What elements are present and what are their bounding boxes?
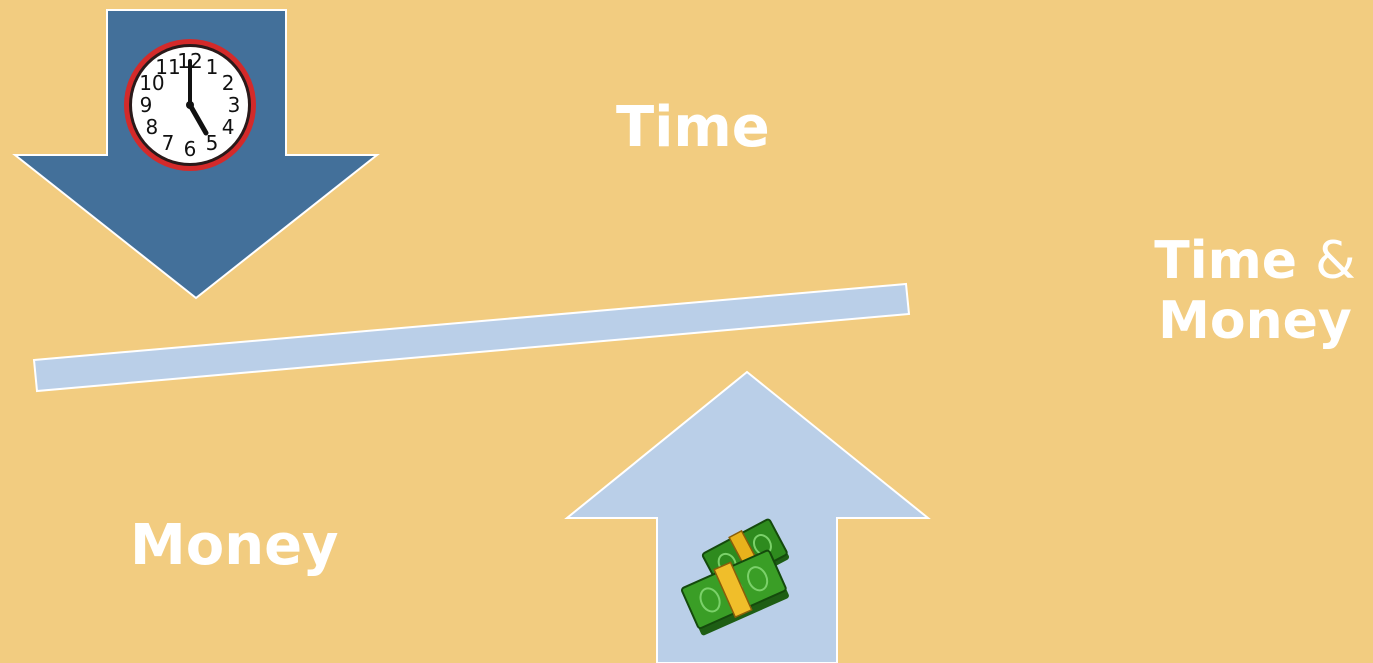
clock-numeral: 3: [228, 93, 241, 117]
clock-numeral: 4: [222, 115, 235, 139]
clock-numeral: 8: [146, 115, 159, 139]
time-and-money-word: Time: [1154, 231, 1297, 291]
money-label: Money: [130, 518, 339, 574]
clock-numeral: 1: [206, 55, 219, 79]
time-and-money-line2: Money: [1140, 292, 1370, 352]
clock-icon: 121234567891011: [124, 39, 256, 171]
balance-beam: [34, 284, 909, 391]
clock-numeral: 6: [184, 137, 197, 161]
clock-numeral: 7: [162, 131, 175, 155]
time-label: Time: [616, 100, 770, 156]
clock-numeral: 2: [222, 71, 235, 95]
time-and-money-label: Time & Money: [1140, 232, 1370, 352]
clock-numeral: 9: [140, 93, 153, 117]
clock-numeral: 11: [155, 55, 180, 79]
ampersand: &: [1315, 231, 1356, 291]
up-arrow: [567, 372, 928, 663]
